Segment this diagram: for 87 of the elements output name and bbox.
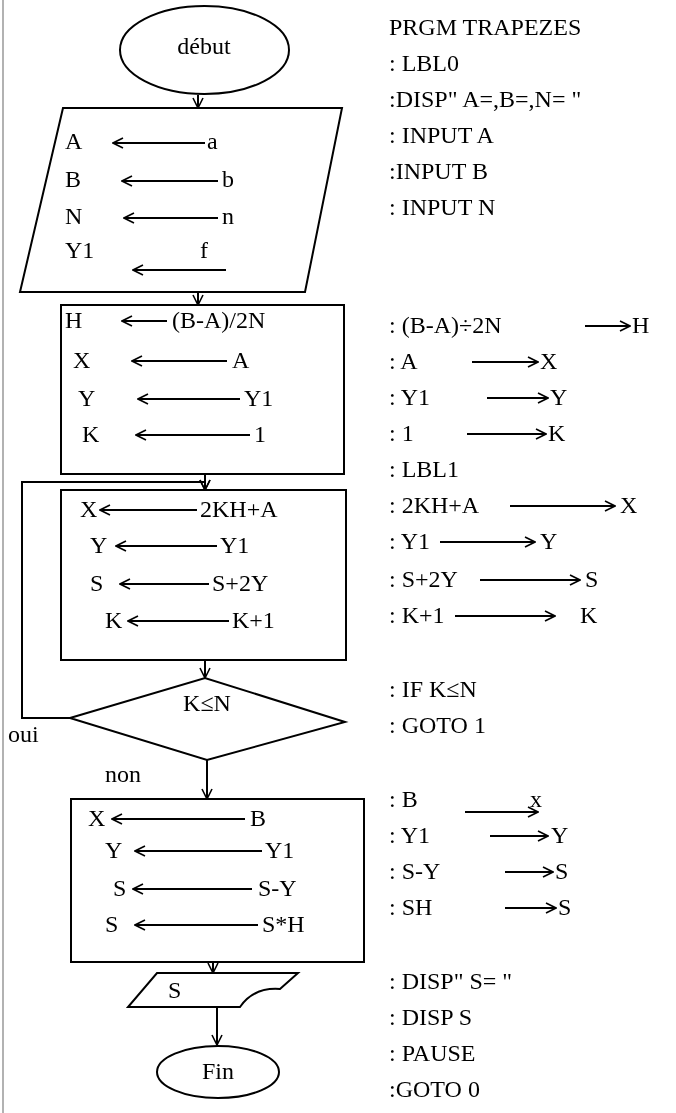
program-title: PRGM TRAPEZES	[389, 15, 582, 39]
code-variable: K	[580, 603, 598, 627]
variable-name: N	[65, 204, 83, 228]
variable-name: B	[65, 167, 81, 191]
node-label: S	[168, 978, 182, 1002]
code-line: : LBL1	[389, 457, 459, 481]
code-variable: Y	[550, 385, 568, 409]
code-line: : PAUSE	[389, 1041, 476, 1065]
code-line: :INPUT B	[389, 159, 488, 183]
variable-name: X	[80, 497, 98, 521]
process-box	[61, 490, 346, 660]
code-line: : GOTO 1	[389, 713, 486, 737]
expression-text: 2KH+A	[200, 497, 278, 521]
arrow	[201, 759, 213, 800]
arrow	[211, 1006, 223, 1046]
input-parallelogram	[20, 108, 342, 292]
code-variable: Y	[540, 529, 558, 553]
variable-name: K	[105, 608, 123, 632]
code-line: : SH	[389, 895, 433, 919]
start-ellipse	[119, 5, 290, 95]
variable-name: H	[65, 308, 83, 332]
code-line: : INPUT A	[389, 123, 494, 147]
code-line: : A	[389, 349, 418, 373]
expression-text: n	[222, 204, 234, 228]
variable-name: X	[73, 348, 91, 372]
code-line: : LBL0	[389, 51, 459, 75]
expression-text: S-Y	[258, 876, 297, 900]
code-line: :DISP" A=,B=,N= "	[389, 87, 582, 111]
expression-text: a	[207, 129, 218, 153]
arrow	[192, 291, 204, 306]
code-variable: H	[632, 313, 650, 337]
arrow	[192, 94, 204, 109]
arrow	[199, 659, 211, 679]
code-variable: S	[555, 859, 569, 883]
node-label: K≤N	[183, 691, 231, 715]
code-line: : Y1	[389, 823, 431, 847]
arrow	[21, 479, 211, 719]
variable-name: A	[65, 129, 83, 153]
code-line: : S+2Y	[389, 567, 458, 591]
code-variable: Y	[551, 823, 569, 847]
code-variable: X	[620, 493, 638, 517]
variable-name: S	[105, 912, 119, 936]
code-line: : DISP S	[389, 1005, 473, 1029]
variable-name: Y	[105, 838, 123, 862]
code-variable: S	[558, 895, 572, 919]
variable-name: S	[90, 571, 104, 595]
display-shape	[128, 973, 298, 1007]
expression-text: K+1	[232, 608, 275, 632]
expression-text: A	[232, 348, 250, 372]
code-line: : 1	[389, 421, 414, 445]
code-line: : S-Y	[389, 859, 441, 883]
code-variable: x	[530, 787, 542, 811]
expression-text: Y1	[265, 838, 295, 862]
code-line: : INPUT N	[389, 195, 496, 219]
code-line: : DISP" S= "	[389, 969, 513, 993]
expression-text: S+2Y	[212, 571, 269, 595]
expression-text: Y1	[220, 533, 250, 557]
arrow	[207, 961, 219, 974]
code-line: : Y1	[389, 529, 431, 553]
process-box	[61, 305, 344, 474]
variable-name: Y	[78, 386, 96, 410]
end-ellipse	[156, 1045, 280, 1099]
code-line: : K+1	[389, 603, 445, 627]
node-label: Fin	[202, 1059, 234, 1083]
expression-text: 1	[254, 422, 266, 446]
variable-name: K	[82, 422, 100, 446]
code-line: : IF K≤N	[389, 677, 477, 701]
code-line: : B	[389, 787, 418, 811]
expression-text: f	[200, 238, 208, 262]
expression-text: (B-A)/2N	[172, 308, 266, 332]
code-variable: K	[548, 421, 566, 445]
variable-name: X	[88, 806, 106, 830]
code-line: : 2KH+A	[389, 493, 480, 517]
code-variable: X	[540, 349, 558, 373]
expression-text: S*H	[262, 912, 305, 936]
variable-name: Y1	[65, 238, 95, 262]
code-line: :GOTO 0	[389, 1077, 480, 1101]
variable-name: Y	[90, 533, 108, 557]
code-line: : Y1	[389, 385, 431, 409]
expression-text: Y1	[244, 386, 274, 410]
expression-text: B	[250, 806, 266, 830]
variable-name: S	[113, 876, 127, 900]
expression-text: b	[222, 167, 234, 191]
process-box	[71, 799, 364, 962]
code-variable: S	[585, 567, 599, 591]
code-line: : (B-A)÷2N	[389, 313, 502, 337]
node-label: début	[177, 34, 231, 58]
